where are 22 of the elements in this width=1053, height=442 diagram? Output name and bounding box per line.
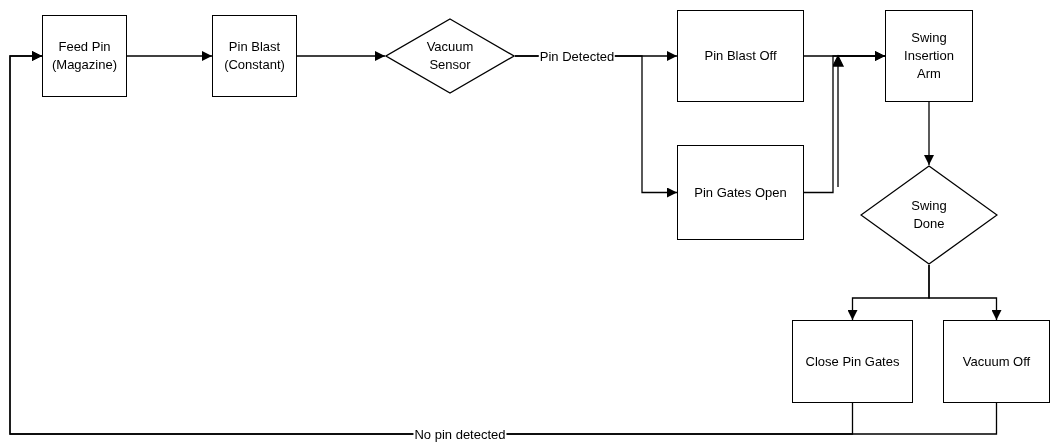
- process-box: [212, 15, 297, 97]
- arrow: [928, 264, 1002, 321]
- node-label: Vacuum Sensor: [425, 38, 475, 74]
- decision-diamond: [385, 18, 515, 94]
- arrow: [126, 51, 213, 61]
- decision-diamond: [860, 165, 998, 265]
- node-label: Pin Gates Open: [693, 183, 788, 202]
- process-box: [885, 10, 973, 102]
- arrow: [296, 51, 386, 61]
- process-box: [42, 15, 127, 97]
- node-label: Swing Insertion Arm: [903, 29, 955, 83]
- node-label: Pin Blast Off: [703, 47, 778, 65]
- node-label: Vacuum Off: [961, 352, 1032, 371]
- process-box: [677, 10, 804, 102]
- node-label: Close Pin Gates: [804, 352, 901, 371]
- process-box: [792, 320, 913, 403]
- arrow: [924, 101, 934, 166]
- process-box: [943, 320, 1050, 403]
- process-box: [677, 145, 804, 240]
- node-label: Swing Done: [910, 197, 948, 233]
- node-label: Feed Pin (Magazine): [51, 38, 118, 74]
- node-label: Pin Blast (Constant): [223, 38, 286, 74]
